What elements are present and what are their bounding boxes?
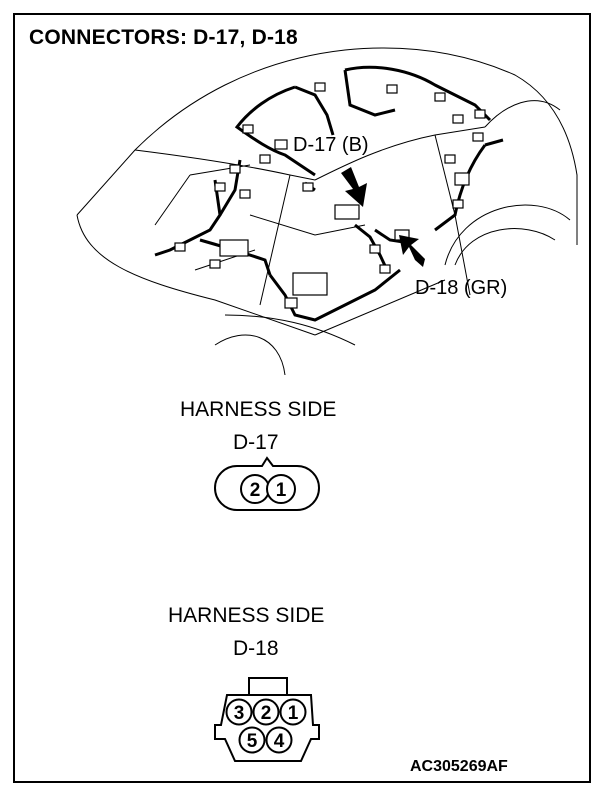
harness-connectors: [174, 82, 486, 309]
car-body-outline: [76, 47, 578, 376]
figure-code: AC305269AF: [410, 758, 508, 775]
diagram-frame: CONNECTORS: D-17, D-18: [13, 13, 591, 783]
d17-arrow: [341, 167, 367, 207]
d17-connector-name: D-17: [233, 431, 279, 454]
d17-callout-label: D-17 (B): [293, 134, 369, 156]
locator-arrows: [341, 167, 425, 267]
diagram-title: CONNECTORS: D-17, D-18: [29, 26, 298, 49]
d18-harness-side-label: HARNESS SIDE: [168, 604, 325, 627]
vehicle-harness-illustration: [76, 47, 578, 376]
d18-connector-name: D-18: [233, 637, 279, 660]
d18-arrow: [399, 235, 425, 267]
d17-harness-side-label: HARNESS SIDE: [180, 398, 337, 421]
d18-callout-label: D-18 (GR): [415, 277, 508, 299]
